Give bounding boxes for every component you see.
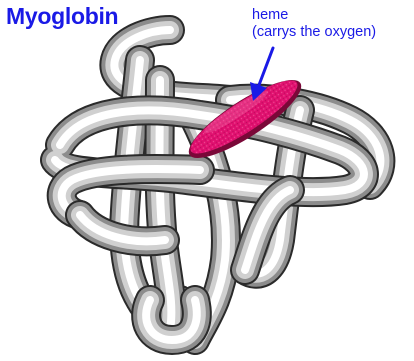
diagram-title: Myoglobin	[6, 2, 118, 30]
heme-annotation: heme (carrys the oxygen)	[252, 7, 376, 41]
annotation-heme-label: heme	[252, 7, 376, 24]
protein-backbone	[55, 30, 380, 340]
annotation-description: (carrys the oxygen)	[252, 24, 376, 41]
